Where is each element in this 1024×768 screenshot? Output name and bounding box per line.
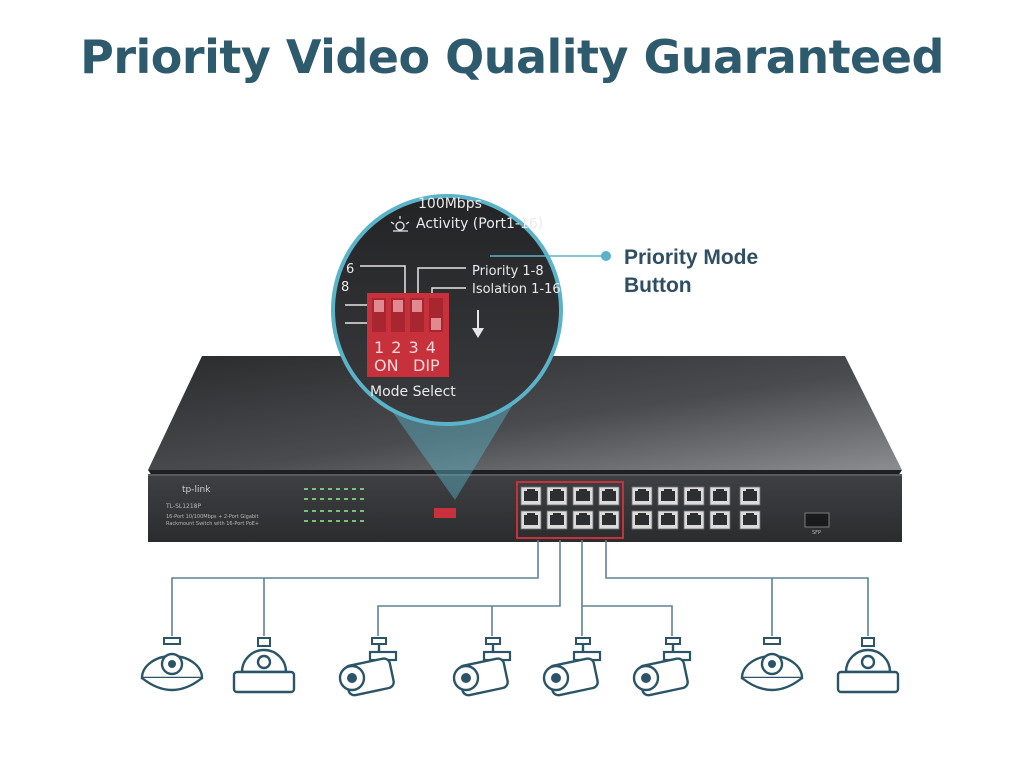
ethernet-port: [546, 510, 568, 530]
camera-dome-icon: [740, 637, 804, 692]
status-led: [360, 498, 364, 500]
page-title: Priority Video Quality Guaranteed: [80, 30, 944, 84]
ethernet-port: [598, 486, 620, 506]
ethernet-port: [520, 486, 542, 506]
mag-left-6: 6: [346, 262, 355, 277]
status-led: [360, 488, 364, 490]
ethernet-port: [598, 510, 620, 530]
camera-bullet-icon: [452, 637, 512, 697]
camera-connectors: [171, 540, 869, 636]
mag-header-text: 100Mbps: [418, 196, 482, 212]
status-led: [312, 498, 316, 500]
mag-isolation-text: Isolation 1-16: [472, 282, 561, 297]
ethernet-port: [683, 486, 705, 506]
status-led: [328, 510, 332, 512]
status-led: [344, 498, 348, 500]
status-led: [352, 498, 356, 500]
front-dip-switch: [434, 508, 456, 518]
status-led: [304, 488, 308, 490]
status-led: [320, 488, 324, 490]
status-led: [344, 510, 348, 512]
ethernet-port: [631, 486, 653, 506]
status-led: [320, 520, 324, 522]
ethernet-port: [709, 486, 731, 506]
status-led: [344, 488, 348, 490]
status-led: [336, 488, 340, 490]
dip-dip-label: DIP: [413, 356, 440, 375]
status-led: [320, 510, 324, 512]
camera-bullet-icon: [338, 637, 398, 697]
callout-dot: [601, 251, 611, 261]
priority-ports-highlight: [516, 481, 624, 539]
ethernet-port: [683, 510, 705, 530]
status-led: [360, 510, 364, 512]
brand-logo: tp-link: [182, 485, 211, 495]
callout-line2: Button: [624, 274, 692, 297]
ethernet-port: [520, 510, 542, 530]
network-switch: [148, 356, 902, 542]
ethernet-port: [657, 486, 679, 506]
status-led: [352, 520, 356, 522]
ethernet-port: [739, 510, 761, 530]
camera-flat-dome-icon: [232, 637, 296, 694]
ethernet-port: [631, 510, 653, 530]
ethernet-port: [657, 510, 679, 530]
mode-select-label: Mode Select: [370, 384, 456, 400]
ethernet-port: [546, 486, 568, 506]
status-led: [328, 520, 332, 522]
status-led: [352, 488, 356, 490]
status-led: [360, 520, 364, 522]
led-matrix: [304, 488, 364, 522]
mag-activity-text: Activity (Port1-16): [416, 216, 544, 232]
status-led: [312, 510, 316, 512]
desc-line2: Rackmount Switch with 16-Port PoE+: [166, 521, 260, 527]
status-led: [328, 488, 332, 490]
camera-bullet-icon: [632, 637, 692, 697]
priority-mode-callout: Priority Mode Button: [624, 244, 758, 300]
status-led: [336, 510, 340, 512]
camera-dome-icon: [140, 637, 204, 692]
mag-priority-text: Priority 1-8: [472, 264, 544, 279]
activity-led-icon: [390, 216, 410, 232]
port-group: [520, 486, 761, 530]
dip-numbers: 1 2 3 4: [374, 338, 436, 357]
status-led: [304, 498, 308, 500]
model-label: TL-SL1218P: [166, 503, 202, 510]
ethernet-port: [572, 486, 594, 506]
dip-on-label: ON: [374, 356, 399, 375]
switch-front-panel: [148, 474, 902, 542]
camera-flat-dome-icon: [836, 637, 900, 694]
mag-left-8: 8: [341, 280, 350, 295]
status-led: [320, 498, 324, 500]
switch-top-surface: [148, 356, 902, 470]
status-led: [328, 498, 332, 500]
status-led: [312, 520, 316, 522]
status-led: [344, 520, 348, 522]
status-led: [336, 520, 340, 522]
status-led: [304, 520, 308, 522]
ethernet-port: [709, 510, 731, 530]
camera-row: [140, 637, 900, 697]
status-led: [352, 510, 356, 512]
camera-bullet-icon: [542, 637, 602, 697]
callout-line1: Priority Mode: [624, 246, 759, 269]
ethernet-port: [572, 510, 594, 530]
status-led: [336, 498, 340, 500]
sfp-port: [804, 512, 830, 528]
sfp-label: SFP: [812, 530, 822, 536]
desc-line1: 16-Port 10/100Mbps + 2-Port Gigabit: [166, 514, 259, 520]
status-led: [312, 488, 316, 490]
ethernet-port: [739, 486, 761, 506]
magnifier: [331, 194, 563, 500]
status-led: [304, 510, 308, 512]
